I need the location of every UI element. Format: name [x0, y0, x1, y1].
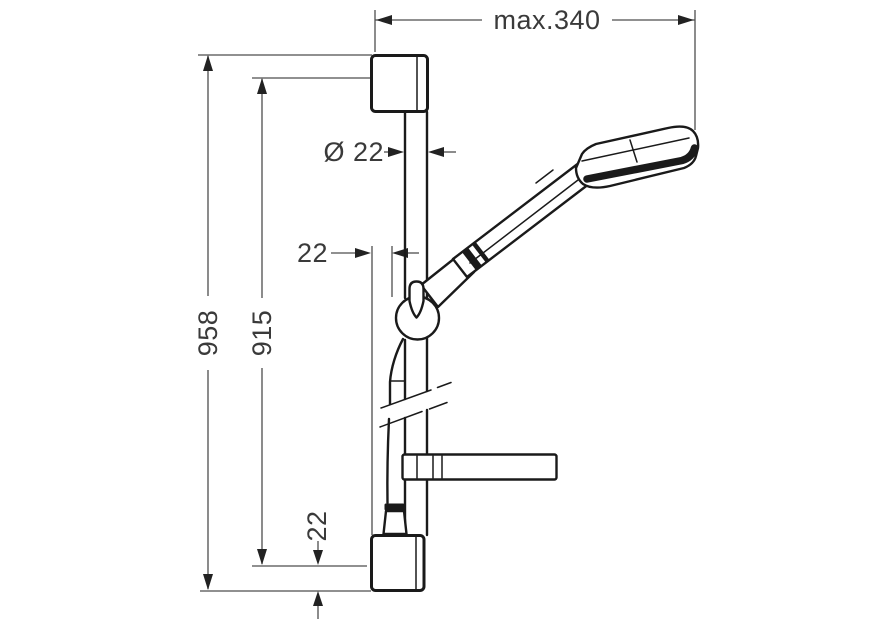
- arrow-left-icon: [376, 15, 392, 25]
- dimension-label-holder-offset: 22: [297, 238, 328, 268]
- hose-nut: [384, 503, 405, 511]
- arrow-up-icon: [257, 78, 267, 94]
- shower-hose: [382, 337, 408, 536]
- dimension-958: 958: [193, 54, 372, 592]
- spray-face-edge: [583, 144, 699, 183]
- hose-upper-curve: [388, 337, 405, 406]
- soap-dish-clamp-lines: [416, 455, 443, 479]
- dimension-label-rail-diameter: Ø 22: [323, 137, 384, 167]
- hose-connector: [382, 503, 408, 536]
- shower-rail: [370, 54, 452, 592]
- top-wall-bracket: [370, 54, 429, 113]
- bottom-wall-bracket: [370, 534, 426, 592]
- soap-dish-tray: [401, 453, 558, 481]
- top-bracket-body: [370, 54, 429, 113]
- arrow-up-icon: [203, 55, 213, 71]
- dimension-max-340: max.340: [374, 5, 696, 130]
- break-lines: [379, 381, 452, 428]
- arrow-down-icon: [203, 574, 213, 590]
- arrow-down-icon: [257, 549, 267, 565]
- soap-dish: [401, 453, 558, 481]
- break-line-lower: [379, 401, 448, 428]
- break-line-upper: [380, 381, 452, 409]
- dimension-label-bottom-offset: 22: [302, 510, 332, 541]
- arrow-right-icon: [678, 15, 694, 25]
- dimension-915: 915: [247, 77, 371, 567]
- hose-lower-curve: [386, 417, 391, 505]
- arrow-down-icon: [313, 550, 323, 565]
- dimension-bottom-offset: 22: [302, 510, 332, 619]
- hand-shower: [419, 125, 700, 309]
- head-rim-line: [581, 137, 690, 162]
- shower-head: [574, 125, 700, 189]
- dimension-label-max-width: max.340: [493, 5, 600, 35]
- head-divider-line: [629, 139, 638, 163]
- slider-lock-knob: [408, 280, 425, 319]
- arrow-right-icon: [388, 147, 404, 157]
- hose-coupling: [382, 509, 408, 536]
- handle-highlight-dash: [535, 169, 554, 184]
- dimension-label-total-height: 958: [193, 310, 223, 357]
- dimension-holder-offset: 22: [297, 238, 419, 535]
- dimension-rail-diameter: Ø 22: [323, 137, 456, 167]
- dimension-label-hole-distance: 915: [247, 310, 277, 357]
- arrow-right-icon: [355, 248, 371, 258]
- grip-ring-dark-band: [472, 242, 490, 263]
- bottom-bracket-body: [370, 534, 426, 592]
- arrow-left-icon: [428, 147, 444, 157]
- grip-ring-dark-band: [462, 248, 482, 270]
- slider-unit: [394, 280, 441, 341]
- arrow-up-icon: [313, 591, 323, 606]
- handle-highlight-line: [469, 179, 579, 264]
